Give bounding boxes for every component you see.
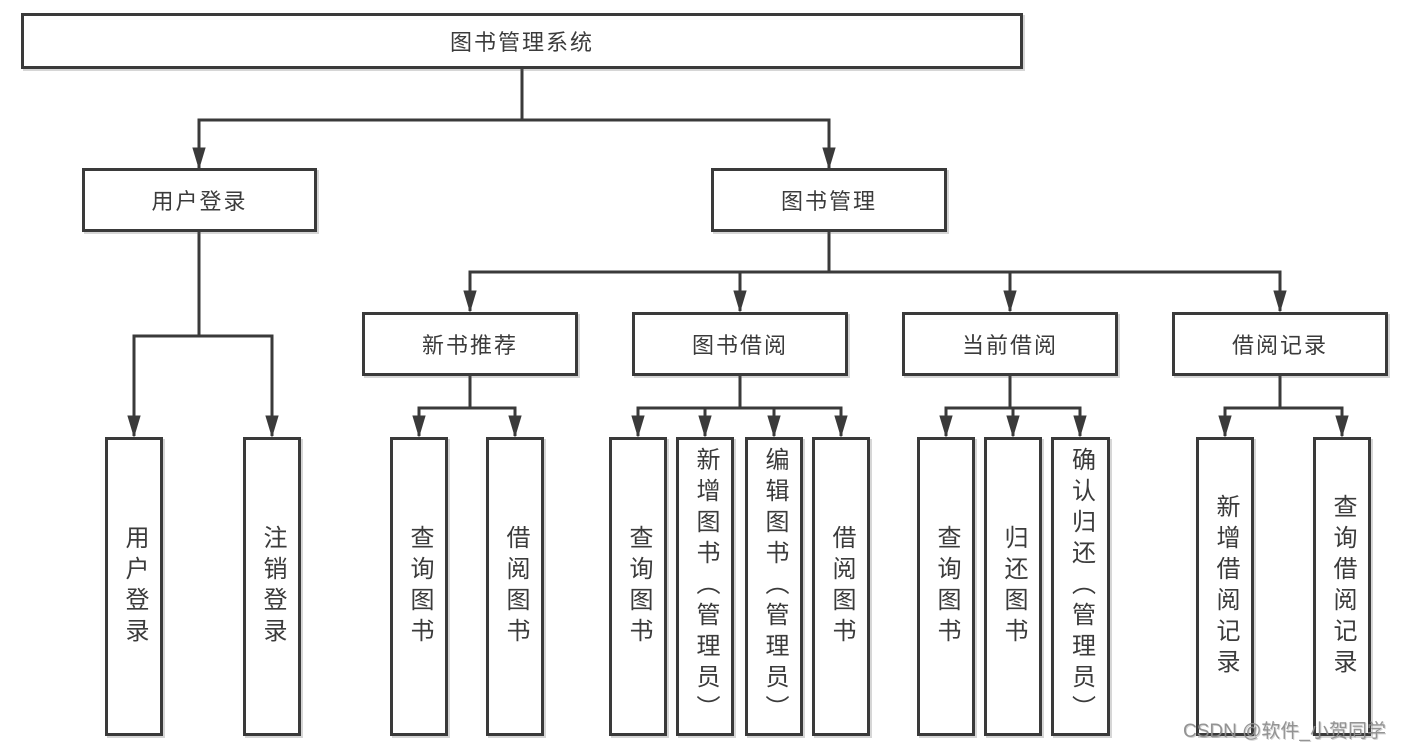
leaf-query-books-recommend: 查询图书 — [390, 437, 448, 736]
leaf-borrow-books-recommend: 借阅图书 — [486, 437, 544, 736]
node-book-borrow: 图书借阅 — [632, 312, 848, 376]
node-book-management: 图书管理 — [711, 168, 947, 232]
leaf-add-books-admin: 新增图书（管理员） — [676, 437, 734, 736]
node-user-login: 用户登录 — [82, 168, 317, 232]
leaf-edit-books-admin: 编辑图书（管理员） — [745, 437, 803, 736]
leaf-query-books-current: 查询图书 — [917, 437, 975, 736]
leaf-query-books-borrow: 查询图书 — [609, 437, 667, 736]
csdn-watermark: CSDN @软件_小贺同学 — [1183, 721, 1386, 742]
leaf-confirm-return-admin: 确认归还（管理员） — [1051, 437, 1110, 736]
node-current-borrow: 当前借阅 — [902, 312, 1118, 376]
leaf-return-books: 归还图书 — [984, 437, 1042, 736]
node-root-library-system: 图书管理系统 — [21, 13, 1023, 69]
leaf-borrow-books: 借阅图书 — [812, 437, 870, 736]
leaf-query-borrow-record: 查询借阅记录 — [1313, 437, 1371, 736]
node-borrow-records: 借阅记录 — [1172, 312, 1388, 376]
leaf-user-login: 用户登录 — [105, 437, 163, 736]
node-new-book-recommend: 新书推荐 — [362, 312, 578, 376]
leaf-logout: 注销登录 — [243, 437, 301, 736]
leaf-add-borrow-record: 新增借阅记录 — [1196, 437, 1254, 736]
